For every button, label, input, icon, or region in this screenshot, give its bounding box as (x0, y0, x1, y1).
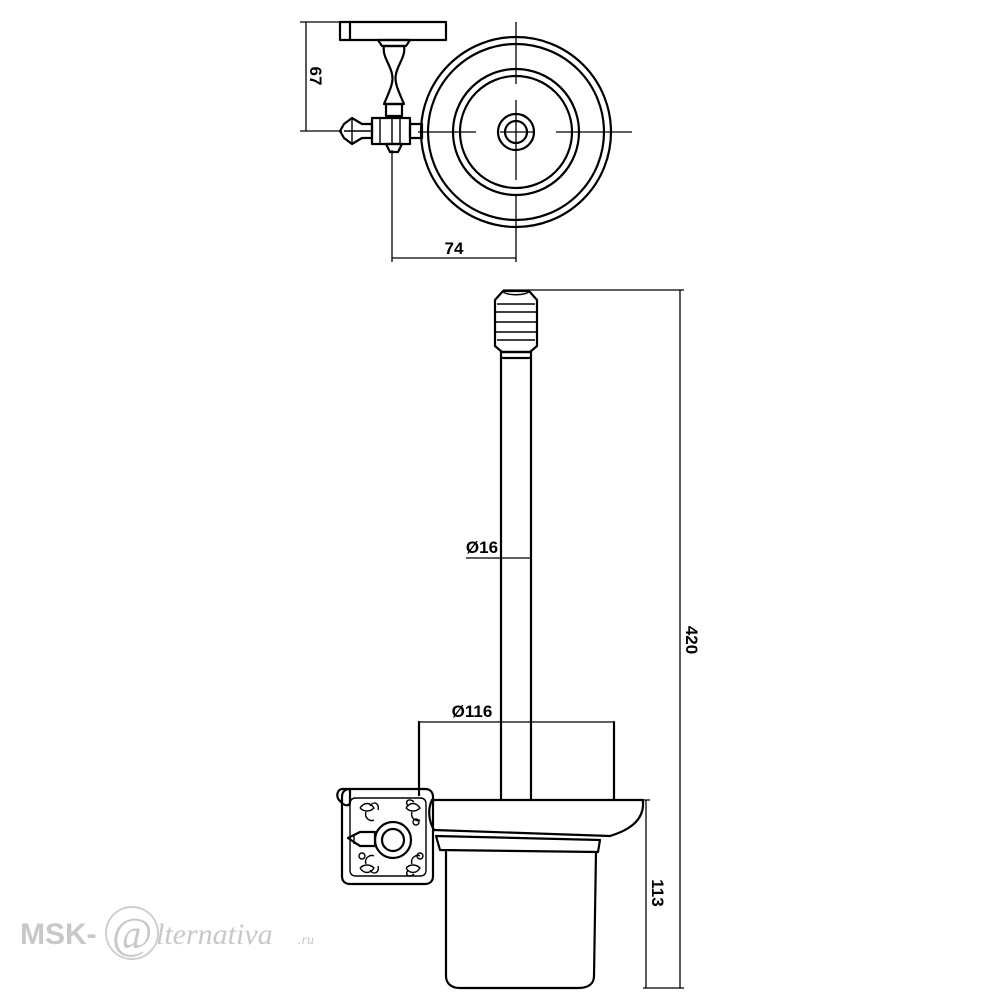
watermark-domain: .ru (298, 933, 314, 948)
watermark-at-ring (105, 906, 159, 960)
dim-mount-depth-label: 67 (306, 67, 325, 86)
dim-cup-height-label: 113 (648, 879, 667, 906)
watermark-prefix: MSK- (20, 918, 97, 951)
dimension-labels: 67 74 Ø16 Ø116 420 113 (306, 67, 701, 907)
watermark-at-glyph: @ (112, 909, 152, 958)
dimension-lines (300, 21, 684, 989)
dim-total-height-label: 420 (682, 626, 701, 654)
decorative-flourishes (358, 799, 424, 877)
dim-handle-diameter-label: Ø16 (466, 538, 498, 557)
elevation-view (336, 289, 645, 990)
dim-cup-diameter-label: Ø116 (452, 702, 493, 721)
top-view (338, 20, 632, 262)
watermark: MSK- @ lternativa .ru (20, 906, 314, 960)
dim-mount-offset-label: 74 (445, 239, 464, 258)
watermark-suffix: lternativa (156, 918, 273, 951)
